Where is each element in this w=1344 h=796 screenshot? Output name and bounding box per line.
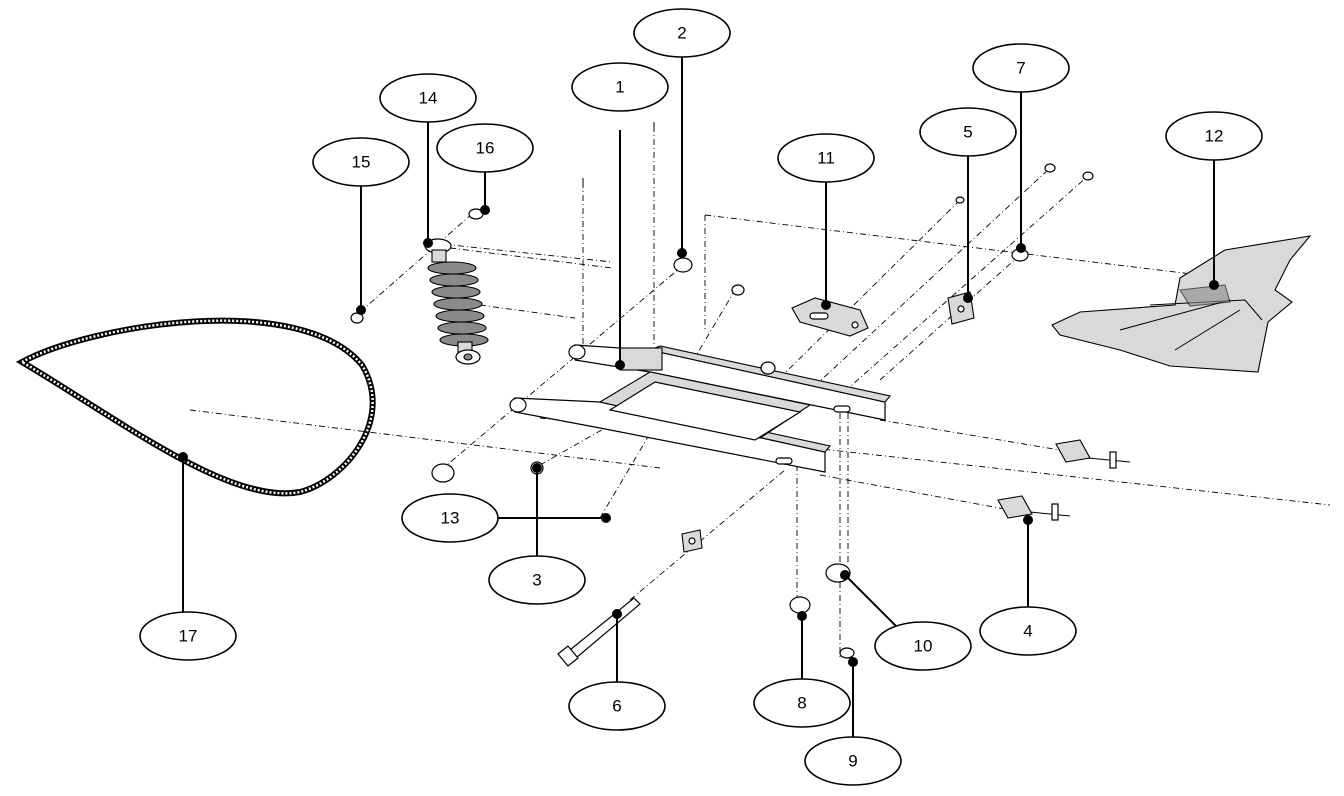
callout-1: 1 — [571, 62, 669, 370]
callout-3-label: 3 — [532, 571, 541, 590]
callouts: 1 2 3 4 5 — [139, 8, 1263, 786]
callout-2: 2 — [633, 8, 731, 258]
callout-14: 14 — [379, 73, 477, 248]
callout-12-label: 12 — [1205, 127, 1224, 146]
callout-6-label: 6 — [612, 697, 621, 716]
callout-7: 7 — [972, 43, 1070, 253]
rear-fender — [1051, 235, 1312, 373]
swing-arm — [509, 344, 892, 473]
pivot-bolt — [557, 597, 641, 667]
callout-4-label: 4 — [1023, 622, 1032, 641]
callout-14-label: 14 — [419, 89, 438, 108]
callout-10-label: 10 — [914, 637, 933, 656]
callout-6: 6 — [568, 609, 666, 731]
callout-11-label: 11 — [817, 149, 835, 168]
callout-1-label: 1 — [615, 78, 624, 97]
callout-17-label: 17 — [179, 627, 198, 646]
drive-belt — [15, 317, 376, 497]
shock-absorber — [424, 238, 489, 365]
callout-10: 10 — [840, 570, 972, 671]
callout-3: 3 — [488, 463, 586, 605]
callout-16-label: 16 — [476, 139, 495, 158]
callout-5-label: 5 — [963, 123, 972, 142]
callout-8-label: 8 — [797, 694, 806, 713]
callout-11: 11 — [777, 133, 875, 310]
callout-15-label: 15 — [352, 153, 371, 172]
bracket-plate — [791, 297, 869, 337]
callout-2-label: 2 — [677, 24, 686, 43]
callout-9: 9 — [804, 657, 902, 786]
callout-5: 5 — [919, 107, 1017, 303]
callout-13: 13 — [401, 493, 611, 543]
callout-9-label: 9 — [848, 752, 857, 771]
callout-16: 16 — [436, 123, 534, 215]
callout-13-label: 13 — [441, 509, 460, 528]
shock-spring — [427, 261, 489, 347]
callout-8: 8 — [753, 611, 851, 728]
callout-17: 17 — [139, 452, 237, 661]
callout-7-label: 7 — [1016, 59, 1025, 78]
callout-12: 12 — [1165, 111, 1263, 290]
chain-adjusters — [997, 439, 1131, 521]
callout-4: 4 — [979, 515, 1077, 656]
callout-15: 15 — [312, 137, 410, 315]
shock-hardware — [350, 122, 1094, 324]
